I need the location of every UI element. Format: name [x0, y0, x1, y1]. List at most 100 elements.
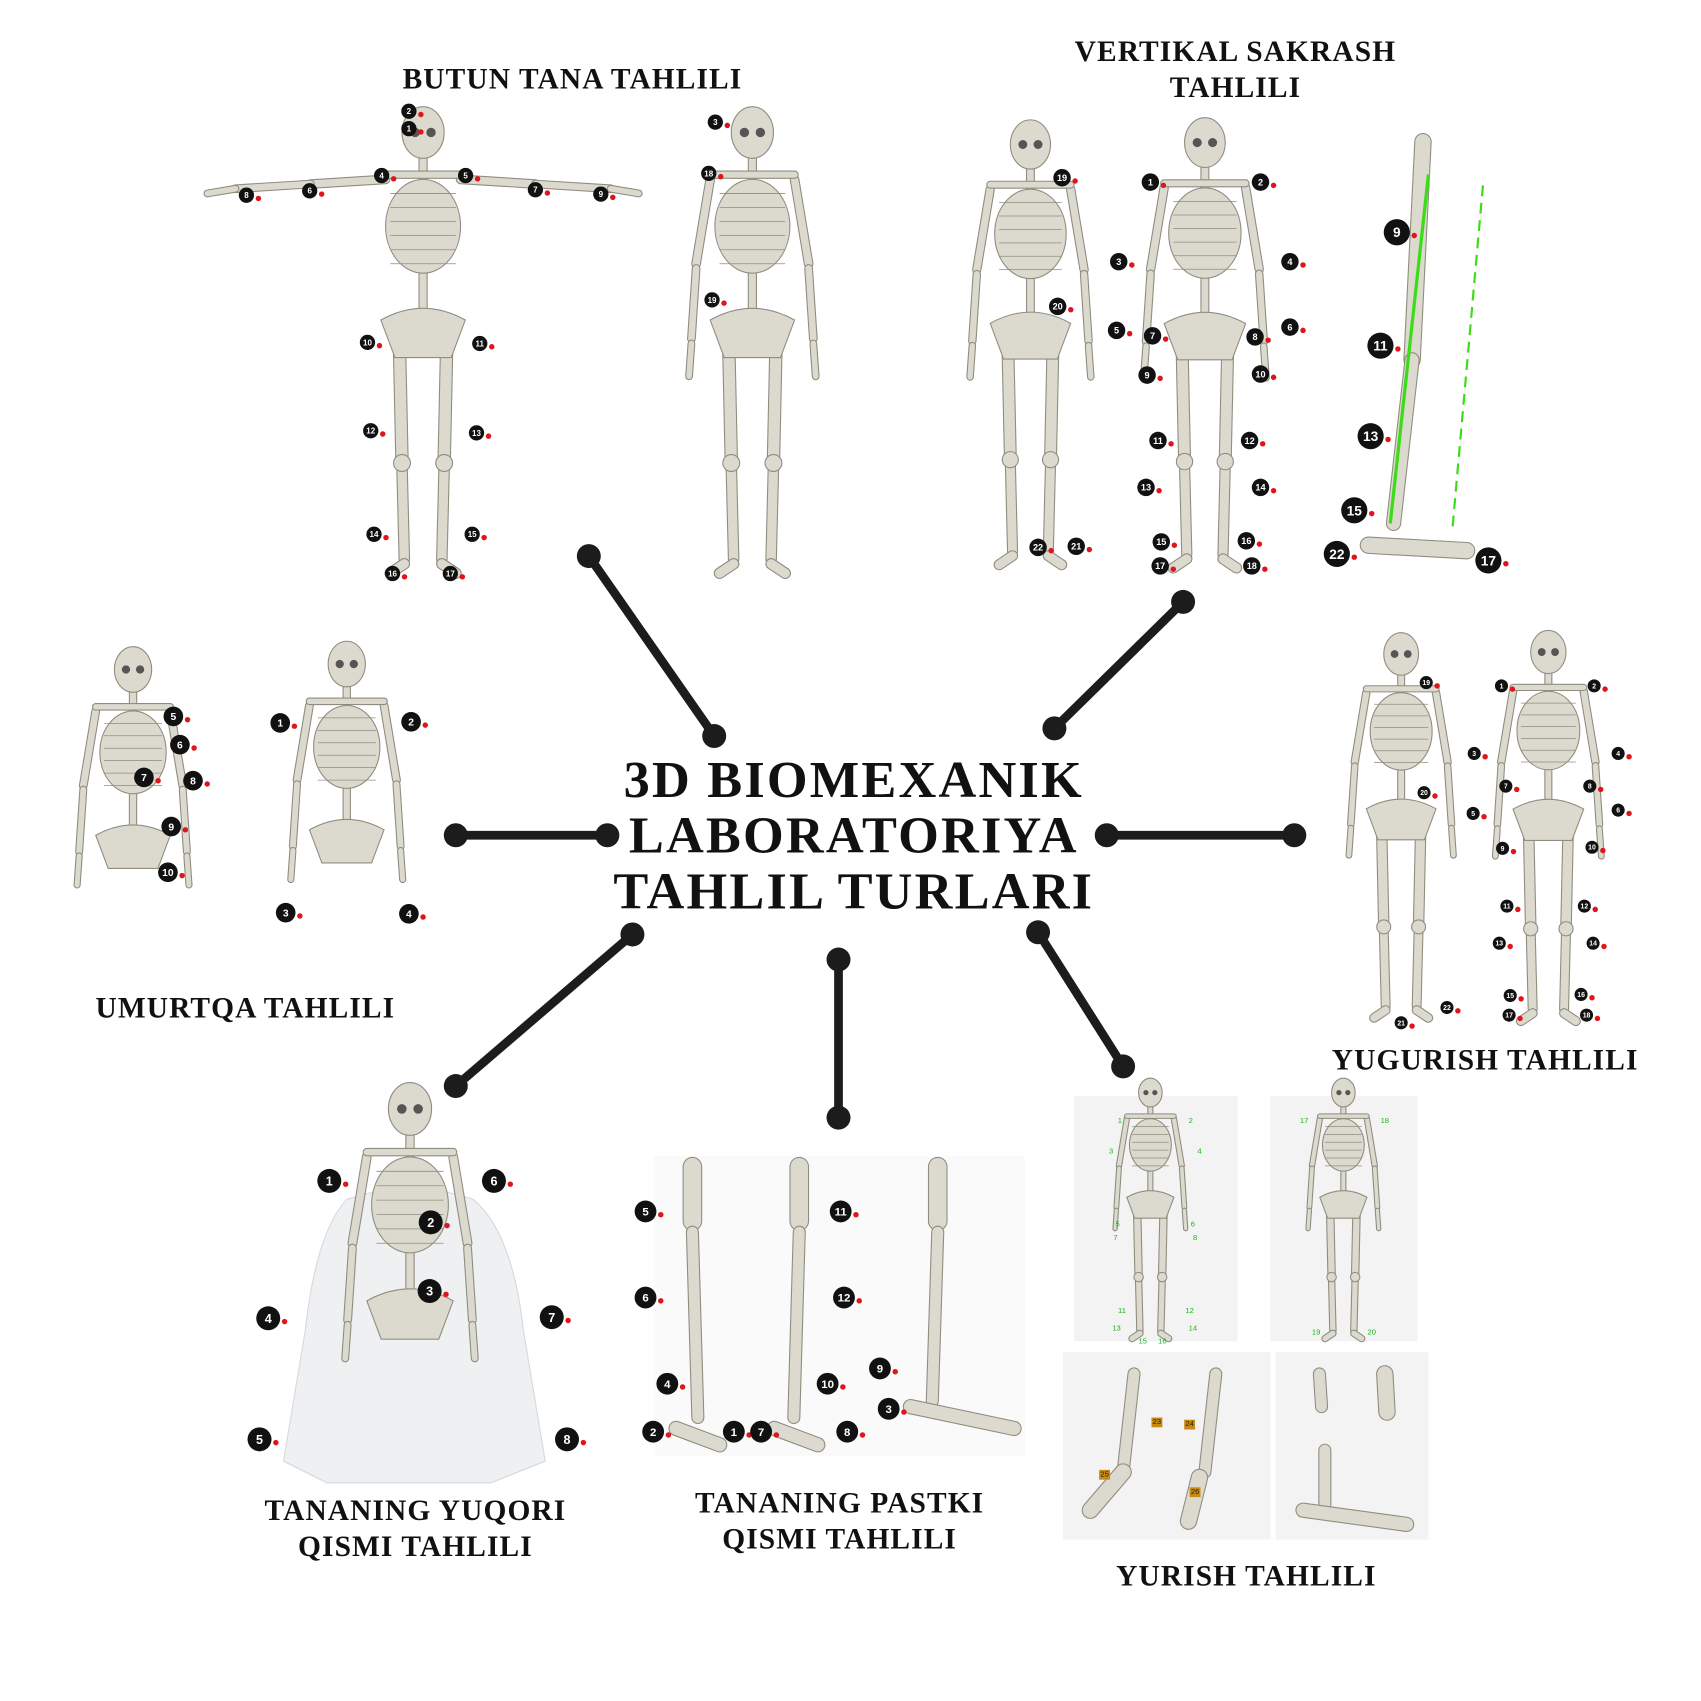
marker-badge [1048, 297, 1067, 316]
connector-line [1034, 929, 1127, 1069]
bone [1364, 1116, 1377, 1168]
connector [443, 922, 645, 1099]
marker: 13 [1137, 478, 1162, 497]
marker: 2 [642, 1420, 672, 1443]
marker: 8 [238, 187, 262, 203]
bone [1256, 270, 1267, 345]
marker: 1 [317, 1168, 349, 1193]
gait-marker-number: 18 [1381, 1116, 1389, 1125]
marker-badge [158, 862, 178, 883]
marker-number: 4 [1616, 751, 1620, 758]
marker-dot [1300, 327, 1306, 334]
bone [342, 1321, 351, 1362]
marker: 17 [1502, 1008, 1523, 1022]
bone [810, 340, 819, 380]
pelvis [1126, 1190, 1175, 1219]
marker-number: 5 [256, 1433, 263, 1447]
marker: 7 [1499, 779, 1520, 793]
skull [1383, 632, 1420, 676]
marker: 12 [363, 423, 386, 439]
marker-badge [1492, 936, 1506, 950]
marker-badge [1579, 1008, 1594, 1022]
connector [1026, 920, 1136, 1079]
connector [576, 544, 727, 749]
marker: 14 [1251, 478, 1277, 497]
marker: 15 [1152, 533, 1178, 551]
marker-dot [1455, 1008, 1461, 1014]
bone [686, 1226, 704, 1423]
marker-badge [374, 167, 390, 184]
marker: 4 [1611, 746, 1632, 761]
bone [76, 786, 87, 855]
pelvis [989, 311, 1072, 360]
marker-number: 15 [468, 530, 477, 539]
bone [1085, 342, 1094, 380]
marker-dot [1509, 686, 1516, 692]
marker: 20 [1048, 297, 1074, 316]
bone [1560, 1009, 1580, 1025]
skull [1530, 629, 1567, 675]
bone [1158, 1330, 1172, 1342]
marker: 3 [417, 1279, 449, 1304]
bone [1307, 1166, 1314, 1210]
skeleton-spine-side [73, 646, 193, 889]
marker-number: 13 [1363, 429, 1379, 444]
marker-badge [1107, 321, 1126, 340]
marker: 15 [464, 526, 487, 542]
knee [1156, 1271, 1168, 1283]
bone [1180, 459, 1192, 559]
marker-badge [1496, 841, 1510, 855]
marker: 14 [366, 526, 389, 542]
marker-dot [1601, 943, 1607, 950]
marker-number: 5 [642, 1207, 649, 1219]
marker-number: 7 [548, 1311, 555, 1325]
marker-dot [1432, 793, 1438, 799]
marker: 7 [750, 1420, 780, 1443]
bone [179, 786, 190, 855]
bone [398, 848, 406, 883]
marker-dot [481, 534, 487, 541]
bone [1043, 551, 1067, 570]
eye-socket [1537, 648, 1546, 656]
marker-number: 6 [1287, 322, 1292, 332]
title-line-2: LABORATORIYA [628, 806, 1079, 865]
marker-number: 20 [1420, 790, 1428, 797]
marker: 4 [256, 1306, 288, 1331]
marker-number: 4 [406, 909, 412, 920]
marker-badge [442, 565, 458, 582]
bone [1360, 537, 1475, 559]
marker: 3 [877, 1397, 907, 1420]
marker-badge [1494, 679, 1509, 693]
bone [464, 1244, 476, 1324]
marker-dot [1589, 994, 1595, 1001]
bone [394, 347, 408, 467]
gait-marker-number: 26 [1191, 1487, 1199, 1496]
title-line-1: 3D BIOMEXANIK [623, 751, 1084, 810]
marker-dot [1481, 813, 1487, 820]
marker: 7 [1143, 327, 1169, 345]
connector-dot [1042, 716, 1067, 741]
marker-number: 4 [1287, 257, 1293, 267]
eye-socket [755, 127, 766, 138]
bone [1351, 1330, 1365, 1342]
marker-badge [1067, 537, 1085, 556]
marker-badge [555, 1427, 580, 1452]
marker-number: 12 [838, 1293, 851, 1305]
marker-badge [1137, 478, 1155, 497]
marker: 5 [1466, 806, 1487, 820]
marker-dot [204, 781, 210, 787]
eye-socket [349, 659, 358, 669]
marker: 10 [816, 1372, 846, 1395]
skull [1331, 1077, 1356, 1108]
skeleton-front-tpose [203, 106, 643, 580]
gait-marker-number: 25 [1100, 1469, 1108, 1478]
marker-badge [1611, 803, 1625, 817]
marker: 3 [1110, 252, 1135, 271]
marker-dot [901, 1409, 907, 1415]
marker-dot [721, 300, 727, 306]
marker-number: 4 [265, 1312, 272, 1326]
marker-badge [1577, 899, 1591, 913]
marker-badge [829, 1200, 852, 1223]
eye-socket [1208, 138, 1218, 148]
bone [767, 1421, 825, 1452]
